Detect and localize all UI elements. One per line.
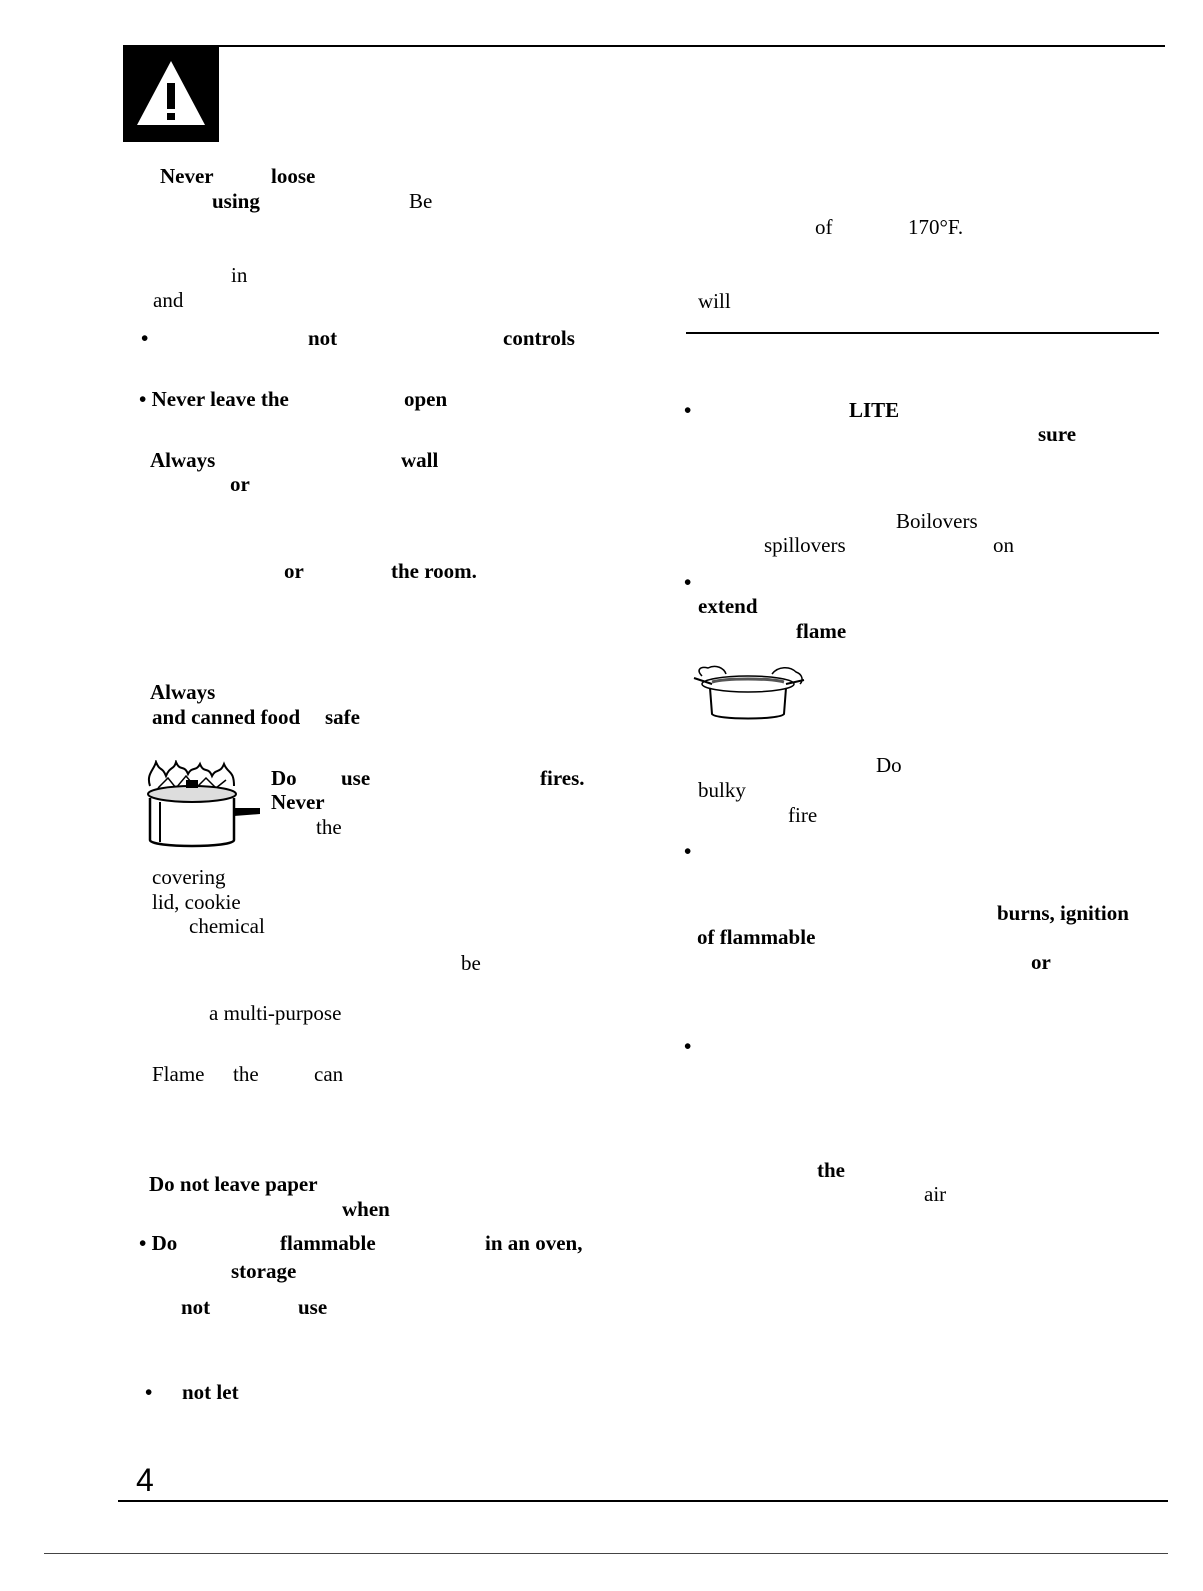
left-column-text: use [341, 766, 371, 790]
right-column-text: burns, ignition [997, 901, 1129, 925]
right-column-text: will [698, 289, 731, 313]
right-column-text: • [684, 1034, 692, 1058]
right-column-text: Do [876, 753, 902, 777]
warning-triangle-icon [137, 61, 205, 125]
right-column-text: Boilovers [896, 509, 978, 533]
right-column-text: sure [1038, 422, 1077, 446]
left-column-text: the [233, 1062, 259, 1086]
right-column-divider [686, 332, 1159, 334]
left-column-text: be [461, 951, 481, 975]
right-column-text: the [817, 1158, 845, 1182]
page-number: 4 [136, 1462, 154, 1498]
left-column-text: can [314, 1062, 344, 1086]
left-column-text: using [212, 189, 260, 213]
left-column-text: Flame [152, 1062, 205, 1086]
right-column-text: spillovers [764, 533, 846, 557]
left-column-text: covering [152, 865, 226, 889]
left-column-text: or [284, 559, 304, 583]
right-column-text: fire [788, 803, 818, 827]
left-column-text: • [141, 326, 149, 350]
bottom-rule [118, 1500, 1168, 1502]
left-column-text: fires. [540, 766, 585, 790]
left-column-text: when [342, 1197, 390, 1221]
left-column-text: lid, cookie [152, 890, 241, 914]
right-column-text: bulky [698, 778, 746, 802]
left-column-text: open [404, 387, 448, 411]
left-column-text: wall [401, 448, 439, 472]
right-column-text: • [684, 398, 692, 422]
left-column-text: in an oven, [485, 1231, 583, 1255]
left-column-text: the [316, 815, 342, 839]
right-column-text: on [993, 533, 1014, 557]
left-column-text: and [153, 288, 184, 312]
left-column-text: Never [271, 790, 325, 814]
right-column-text: LITE [849, 398, 900, 422]
left-column-text: loose [271, 164, 316, 188]
left-column-text: a multi-purpose [209, 1001, 342, 1025]
right-column-text: 170°F. [908, 215, 964, 239]
right-column-text: air [924, 1182, 947, 1206]
left-column-text: the room. [391, 559, 477, 583]
right-column-text: of flammable [697, 925, 816, 949]
left-column-text: and canned food [152, 705, 301, 729]
right-column-text: • [684, 570, 692, 594]
right-column-text: flame [796, 619, 847, 643]
right-column-text: • [684, 839, 692, 863]
left-column-text: chemical [189, 914, 265, 938]
right-column-text: of [815, 215, 833, 239]
left-column-text: not [181, 1295, 211, 1319]
left-column-text: not [308, 326, 338, 350]
left-column-text: • [145, 1380, 153, 1404]
left-column-text: controls [503, 326, 575, 350]
right-column-text: or [1031, 950, 1051, 974]
left-column-text: or [230, 472, 250, 496]
flaming-pan-illustration [147, 760, 260, 848]
right-column-text: extend [698, 594, 758, 618]
left-column-text: Always [150, 448, 216, 472]
top-rule [123, 45, 1165, 47]
left-column-text: • Do [139, 1231, 178, 1255]
left-column-text: Never [160, 164, 214, 188]
left-column-text: • Never leave the [139, 387, 289, 411]
left-column-text: Do [271, 766, 297, 790]
left-column-text: not let [182, 1380, 239, 1404]
left-column-text: safe [325, 705, 360, 729]
left-column-text: Be [409, 189, 433, 213]
pot-with-handles-illustration [693, 665, 805, 720]
left-column-text: in [231, 263, 248, 287]
left-column-text: flammable [280, 1231, 376, 1255]
left-column-text: Do not leave paper [149, 1172, 318, 1196]
warning-block [123, 45, 219, 142]
left-column-text: Always [150, 680, 216, 704]
left-column-text: use [298, 1295, 328, 1319]
page-edge-rule [44, 1553, 1168, 1554]
left-column-text: storage [231, 1259, 297, 1283]
